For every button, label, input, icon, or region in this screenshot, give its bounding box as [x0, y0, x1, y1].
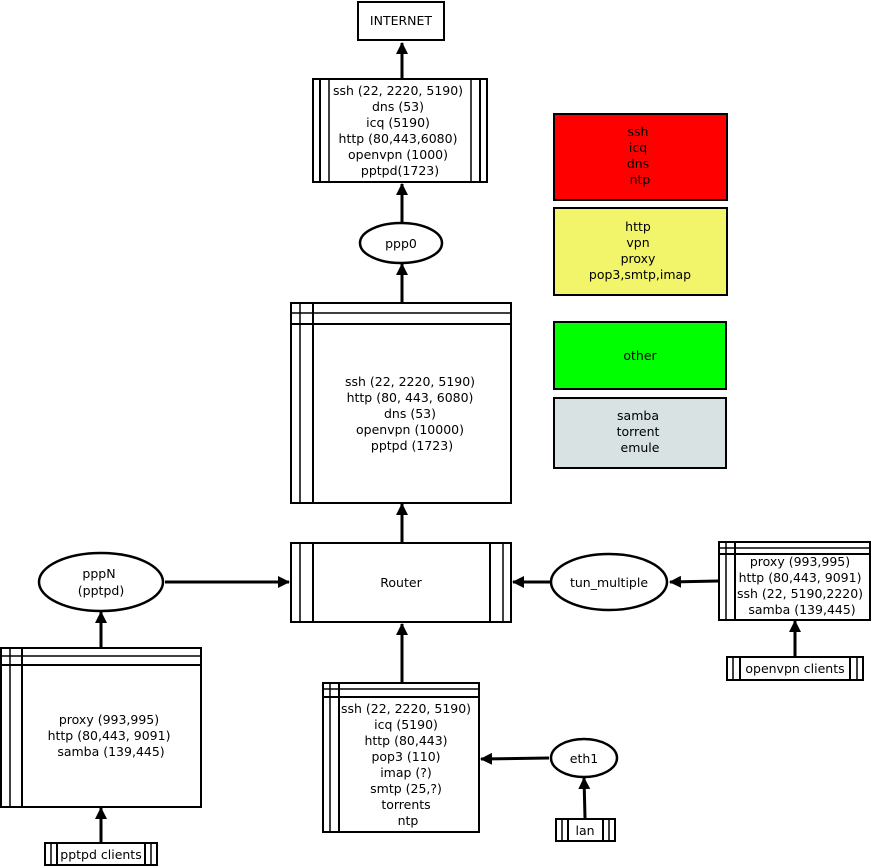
svg-text:ssh (22, 2220, 5190) dns: ssh (22, 2220, 5190) dns (53) icq (5190)… [333, 83, 467, 178]
legend-high-item: proxy [621, 251, 656, 266]
legend-high-item: http [625, 219, 651, 234]
svg-text:ssh (22, 2220, 5190) icq: ssh (22, 2220, 5190) icq (5190) http (80… [341, 701, 475, 828]
internet-node: INTERNET [357, 1, 445, 41]
ppp0-rule: http (80,443,6080) [339, 131, 458, 146]
svg-text:samba torrent: samba torrent emule [617, 408, 664, 455]
svg-text:ssh icq dns: ssh icq dns ntp [627, 124, 653, 187]
legend-bulk-item: emule [621, 440, 660, 455]
eth1-rule: smtp (25,?) [370, 781, 442, 796]
eth1-rule: imap (?) [380, 765, 432, 780]
pppn-node: pppN (pptpd) [37, 551, 165, 613]
legend-high-item: vpn [626, 235, 649, 250]
pptpd-clients-label: pptpd clients [60, 847, 141, 862]
router-rule: pptpd (1723) [371, 438, 453, 453]
openvpn-rule: ssh (22, 5190,2220) [737, 586, 863, 601]
svg-text:proxy (993,995) http (80: proxy (993,995) http (80,443, 9091) ssh … [737, 554, 867, 617]
eth1-rule: ssh (22, 2220, 5190) [341, 701, 471, 716]
eth1-rules-box: ssh (22, 2220, 5190) icq (5190) http (80… [322, 682, 480, 833]
edge-lan-eth1 [578, 777, 591, 819]
router-rule: ssh (22, 2220, 5190) [345, 374, 475, 389]
ppp0-rule: openvpn (1000) [348, 147, 448, 162]
ppp0-node: ppp0 [358, 221, 444, 265]
tun-multiple-node: tun_multiple [549, 552, 669, 612]
eth1-label: eth1 [570, 751, 598, 766]
openvpn-clients-node: openvpn clients [726, 656, 864, 681]
pppn-sublabel: (pptpd) [78, 583, 124, 598]
lan-node: lan [555, 818, 616, 842]
router-rule: http (80, 443, 6080) [347, 390, 474, 405]
ppp0-rule: dns (53) [372, 99, 424, 114]
eth1-rule: icq (5190) [374, 717, 438, 732]
pptpd-rule: http (80,443, 9091) [48, 728, 171, 743]
router-node: Router [290, 542, 512, 623]
svg-text:pppN (pptpd): pppN (pptpd) [78, 566, 124, 598]
openvpn-clients-label: openvpn clients [745, 661, 844, 676]
ppp0-rule: ssh (22, 2220, 5190) [333, 83, 463, 98]
edge-eth1-eth1rules [480, 752, 550, 765]
router-rule: openvpn (10000) [356, 422, 464, 437]
tun-multiple-label: tun_multiple [570, 575, 648, 590]
legend-critical-item: ssh [628, 124, 649, 139]
legend-critical-item: ntp [630, 172, 651, 187]
pptpd-rule: proxy (993,995) [59, 712, 159, 727]
edge-openvpnrules-tun [669, 575, 719, 588]
legend-normal-item: other [623, 348, 657, 363]
eth1-rule: ntp [398, 813, 419, 828]
router-rule: dns (53) [384, 406, 436, 421]
lan-label: lan [575, 823, 594, 838]
pptpd-rules-box: proxy (993,995) http (80,443, 9091) samb… [0, 647, 202, 808]
openvpn-rule: proxy (993,995) [750, 554, 850, 569]
eth1-rule: http (80,443) [364, 733, 447, 748]
svg-text:http vpn proxy: http vpn proxy pop3,smtp,imap [589, 219, 691, 282]
legend-normal: other [553, 321, 727, 390]
internet-label: INTERNET [370, 13, 433, 28]
legend-critical: ssh icq dns ntp [553, 113, 728, 201]
router-label: Router [380, 575, 422, 590]
openvpn-rules-box: proxy (993,995) http (80,443, 9091) ssh … [718, 541, 871, 621]
ppp0-rules-box: ssh (22, 2220, 5190) dns (53) icq (5190)… [312, 78, 488, 183]
openvpn-rule: samba (139,445) [748, 602, 855, 617]
eth1-rule: pop3 (110) [371, 749, 440, 764]
legend: ssh icq dns ntp http vpn proxy pop3,smtp… [553, 113, 728, 469]
eth1-node: eth1 [549, 737, 619, 779]
ppp0-rule: icq (5190) [366, 115, 430, 130]
pppn-label: pppN [82, 566, 115, 581]
ppp0-rule: pptpd(1723) [361, 163, 439, 178]
legend-bulk: samba torrent emule [553, 397, 727, 469]
pptpd-rule: samba (139,445) [57, 744, 164, 759]
svg-text:ssh (22, 2220, 5190) htt: ssh (22, 2220, 5190) http (80, 443, 6080… [345, 374, 479, 453]
legend-bulk-item: torrent [617, 424, 660, 439]
svg-text:proxy (993,995) http (80: proxy (993,995) http (80,443, 9091) samb… [48, 712, 175, 759]
router-rules-box: ssh (22, 2220, 5190) http (80, 443, 6080… [290, 302, 512, 504]
legend-critical-item: icq [629, 140, 647, 155]
legend-high: http vpn proxy pop3,smtp,imap [553, 207, 728, 296]
openvpn-rule: http (80,443, 9091) [739, 570, 862, 585]
legend-critical-item: dns [627, 156, 649, 171]
pptpd-clients-node: pptpd clients [44, 842, 158, 866]
legend-high-item: pop3,smtp,imap [589, 267, 691, 282]
ppp0-label: ppp0 [385, 236, 417, 251]
eth1-rule: torrents [381, 797, 430, 812]
legend-bulk-item: samba [617, 408, 659, 423]
